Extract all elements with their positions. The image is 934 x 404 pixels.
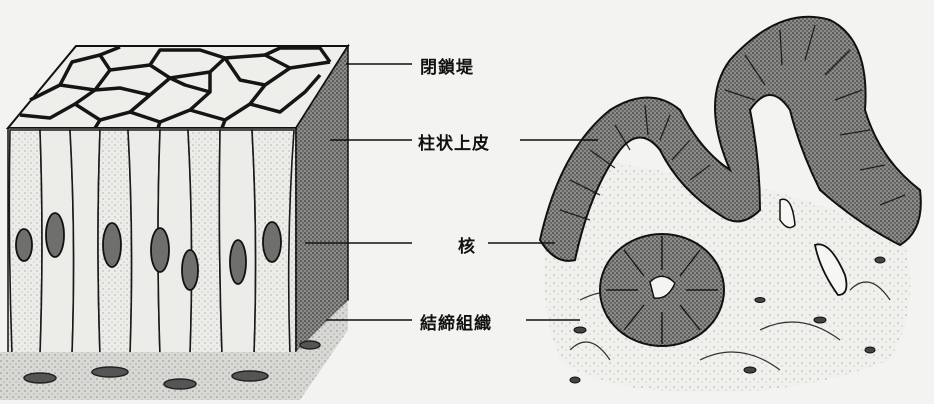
- label-tight-junction: 閉鎖堤: [420, 53, 474, 78]
- label-columnar-epithelium: 柱状上皮: [418, 129, 490, 154]
- tissue-section: [540, 17, 921, 392]
- label-nucleus: 核: [458, 232, 476, 257]
- gland-cross-section: [600, 234, 724, 346]
- epithelium-block: [0, 46, 348, 400]
- label-connective-tissue: 結締組織: [420, 309, 492, 334]
